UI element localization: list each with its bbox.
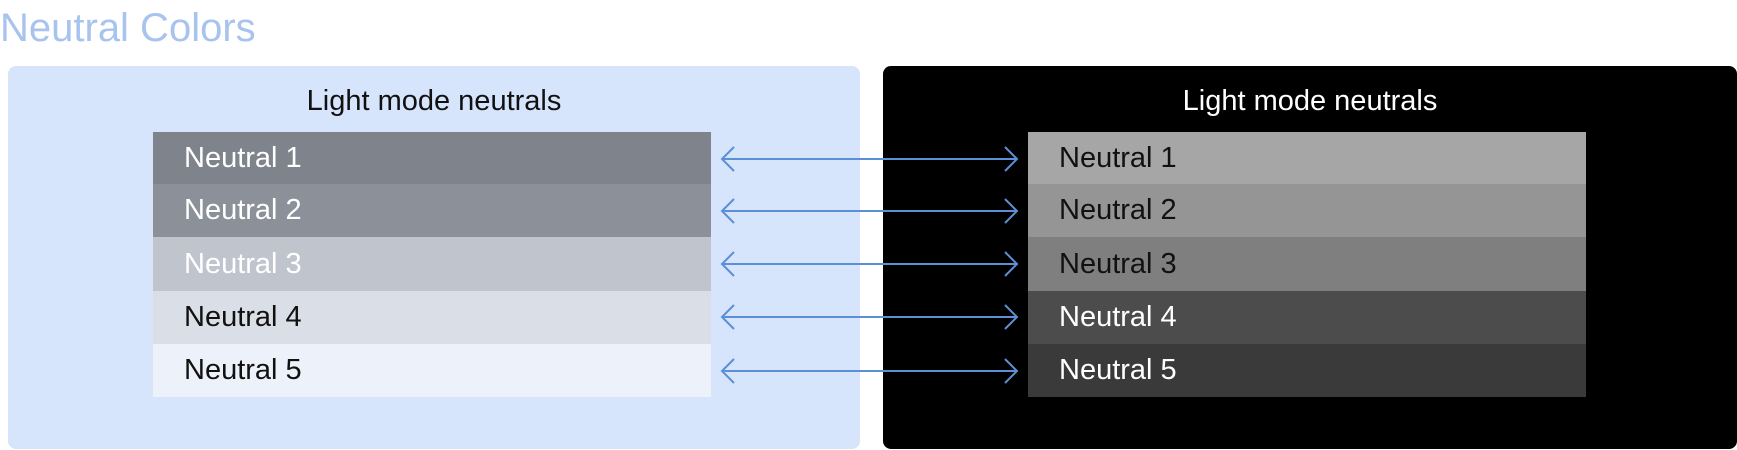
double-arrow-icon [720, 198, 1019, 224]
light-swatch-neutral-4: Neutral 4 [153, 291, 711, 344]
double-arrow-icon [720, 146, 1019, 172]
double-arrow-icon [720, 304, 1019, 330]
double-arrow-icon [720, 251, 1019, 277]
light-swatch-neutral-5: Neutral 5 [153, 344, 711, 397]
light-swatch-neutral-2: Neutral 2 [153, 184, 711, 237]
page-title: Neutral Colors [0, 6, 256, 50]
dark-swatch-neutral-3: Neutral 3 [1028, 237, 1586, 291]
dark-swatch-neutral-1: Neutral 1 [1028, 132, 1586, 184]
dark-swatch-neutral-4: Neutral 4 [1028, 291, 1586, 344]
double-arrow-icon [720, 358, 1019, 384]
light-swatch-neutral-1: Neutral 1 [153, 132, 711, 184]
light-panel-title: Light mode neutrals [306, 85, 562, 117]
dark-swatch-neutral-5: Neutral 5 [1028, 344, 1586, 397]
dark-swatch-neutral-2: Neutral 2 [1028, 184, 1586, 237]
dark-panel-title: Light mode neutrals [1182, 85, 1438, 117]
light-mode-panel: Light mode neutrals Neutral 1 Neutral 2 … [8, 66, 860, 449]
dark-mode-panel: Light mode neutrals Neutral 1 Neutral 2 … [883, 66, 1737, 449]
light-swatch-neutral-3: Neutral 3 [153, 237, 711, 291]
